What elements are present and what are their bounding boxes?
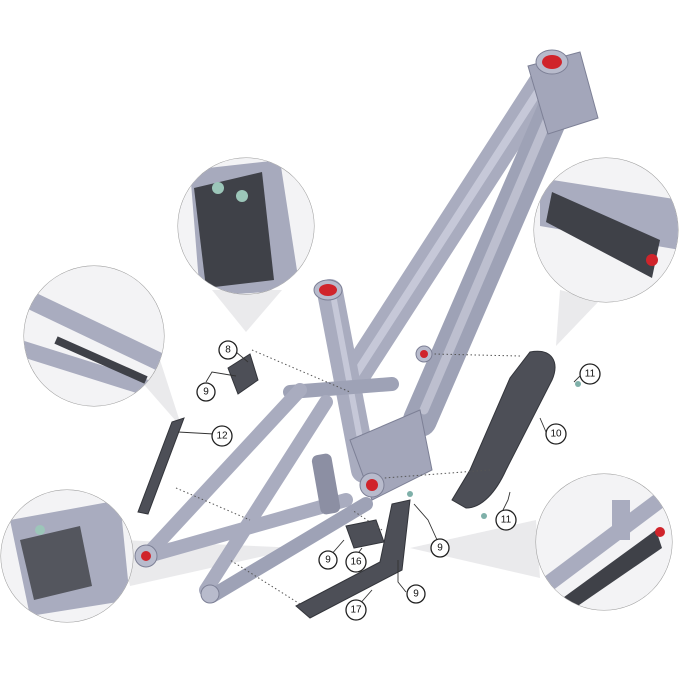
inset-dropout bbox=[0, 489, 134, 623]
part-10-guard bbox=[451, 350, 556, 509]
callout-9-left-label: 9 bbox=[325, 555, 331, 566]
callout-8: 8 bbox=[218, 340, 238, 360]
part-12-guard bbox=[137, 417, 185, 515]
part-8-plate bbox=[227, 353, 259, 395]
callout-11-bottom: 11 bbox=[495, 509, 517, 531]
callout-9-bottom-label: 9 bbox=[413, 589, 419, 600]
callout-8-label: 8 bbox=[225, 345, 231, 356]
callout-9-top: 9 bbox=[196, 382, 216, 402]
inset-top-mount bbox=[177, 157, 315, 295]
inset-downtube bbox=[533, 157, 679, 303]
callout-9-mid: 9 bbox=[430, 538, 450, 558]
inset-chainstay bbox=[535, 473, 673, 611]
callout-9-left: 9 bbox=[318, 550, 338, 570]
callout-17-label: 17 bbox=[350, 605, 362, 616]
callout-10: 10 bbox=[545, 423, 567, 445]
callout-12: 12 bbox=[211, 425, 233, 447]
part-17-guard bbox=[295, 499, 411, 619]
callout-9-bottom: 9 bbox=[406, 584, 426, 604]
callout-11-top-label: 11 bbox=[585, 369, 596, 380]
inset-seatstay bbox=[23, 265, 165, 407]
callout-9-mid-label: 9 bbox=[437, 543, 443, 554]
callout-11-top: 11 bbox=[579, 363, 601, 385]
callout-9-top-label: 9 bbox=[203, 387, 209, 398]
callout-16: 16 bbox=[345, 551, 367, 573]
callout-10-label: 10 bbox=[550, 429, 562, 440]
callout-11-bottom-label: 11 bbox=[501, 515, 512, 526]
bike-frame bbox=[134, 49, 599, 604]
part-16-plate bbox=[345, 519, 385, 549]
guide-lines bbox=[175, 349, 521, 605]
callout-17: 17 bbox=[345, 599, 367, 621]
callout-12-label: 12 bbox=[216, 431, 228, 442]
callout-16-label: 16 bbox=[350, 557, 362, 568]
parts bbox=[137, 350, 581, 619]
